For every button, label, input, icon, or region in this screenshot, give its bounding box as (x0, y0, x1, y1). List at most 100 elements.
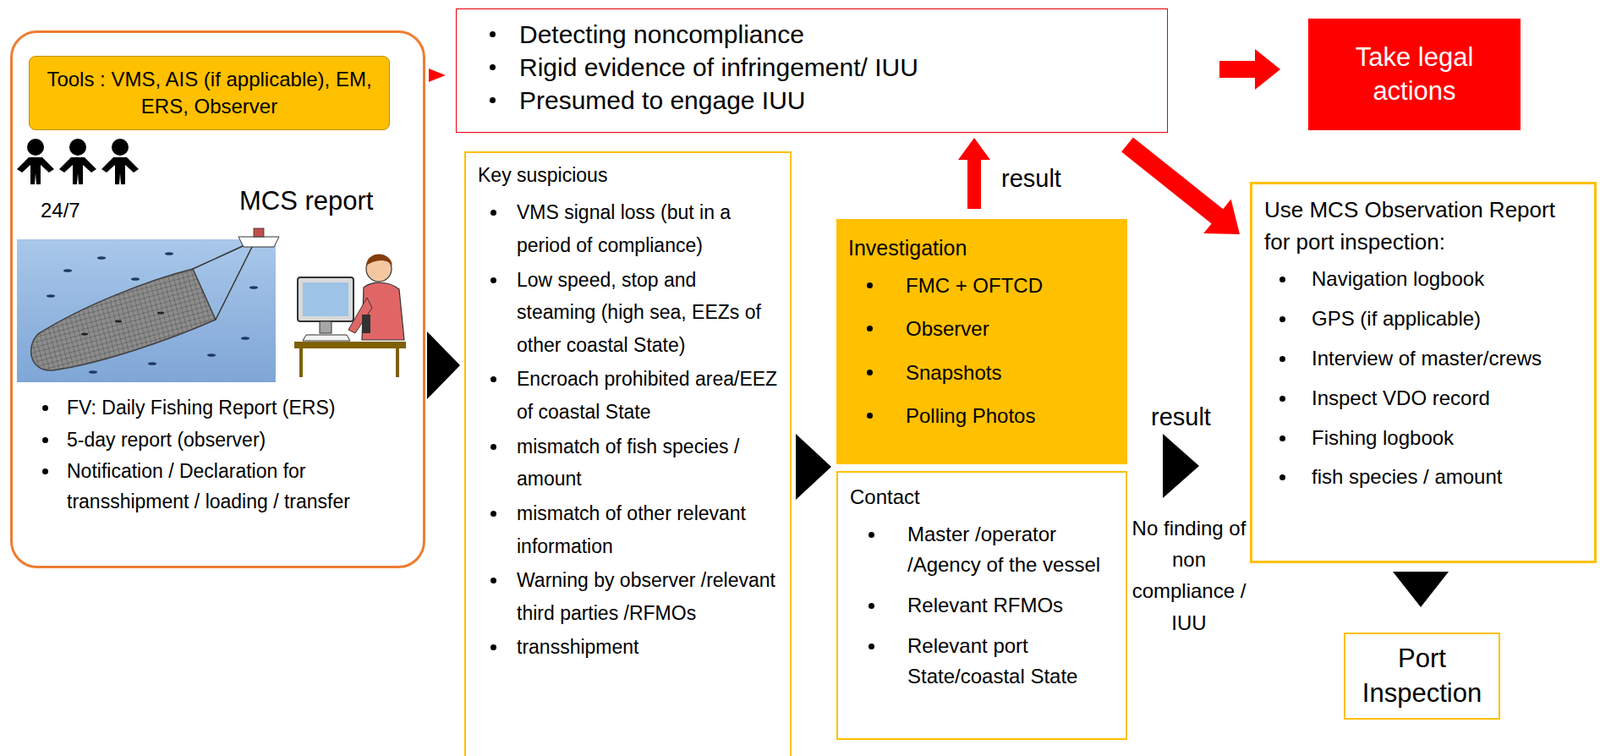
bullet-dot (490, 577, 497, 584)
panel-title: MCS report (239, 185, 373, 217)
flow-triangle (795, 433, 832, 500)
bullet-text: Detecting noncompliance (519, 17, 1156, 51)
bullet-dot (1279, 276, 1286, 283)
bullet-item: mismatch of other relevant information (477, 497, 780, 563)
bullet-text: Inspect VDO record (1311, 383, 1583, 414)
bullet-dot (868, 531, 875, 538)
bullet-item: VMS signal loss (but in a period of comp… (477, 196, 780, 262)
box-heading: Contact (849, 482, 1114, 513)
bullet-dot (42, 437, 49, 444)
mcs-report-panel: 24/7 MCS reportFV: Daily Fishing Report (… (10, 30, 426, 569)
block-arrow (1121, 136, 1240, 235)
bullet-text: Low speed, stop and steaming (high sea, … (516, 263, 780, 362)
box-heading: Use MCS Observation Report for port insp… (1264, 194, 1583, 258)
bullet-text: Presumed to engage IUU (519, 83, 1156, 117)
bullet-dot (490, 644, 497, 651)
bullet-item: Interview of master/crews (1264, 344, 1583, 374)
bullet-text: Interview of master/crews (1311, 344, 1583, 374)
bullet-item: Inspect VDO record (1264, 383, 1583, 414)
bullet-text: FMC + OFTCD (905, 269, 1116, 302)
bullet-item: Snapshots (848, 356, 1116, 389)
port-inspection-report-box: Use MCS Observation Report for port insp… (1249, 181, 1597, 564)
bullet-item: Detecting noncompliance (475, 17, 1156, 51)
bullet-item: Polling Photos (848, 400, 1116, 432)
bullet-dot (866, 282, 873, 289)
bullet-item: FV: Daily Fishing Report (ERS) (31, 393, 414, 424)
operator-at-computer (294, 254, 406, 379)
bullet-dot (489, 97, 496, 104)
bullet-item: mismatch of fish species / amount (477, 430, 780, 496)
bullet-text: mismatch of fish species / amount (516, 430, 780, 496)
shift-label: 24/7 (40, 198, 81, 224)
bullet-item: Fishing logbook (1264, 423, 1583, 454)
bullet-dot (490, 277, 497, 284)
flow-triangle (428, 68, 446, 83)
edge-label: result (1149, 402, 1213, 433)
bullet-dot (490, 209, 497, 216)
bullet-text: Relevant port State/coastal State (907, 630, 1114, 692)
bullet-item: Presumed to engage IUU (475, 83, 1156, 117)
bullet-dot (490, 510, 497, 517)
bullet-dot (490, 376, 497, 383)
trawl-net-illustration (16, 228, 280, 383)
note-label: No finding of non compliance / IUU (1130, 512, 1248, 639)
bullet-item: GPS (if applicable) (1264, 304, 1583, 335)
bullet-text: VMS signal loss (but in a period of comp… (516, 196, 780, 262)
box-text: Tools : VMS, AIS (if applicable), EM, ER… (38, 65, 381, 121)
bullet-item: Relevant port State/coastal State (849, 630, 1114, 692)
bullet-dot (866, 369, 873, 376)
bullet-dot (1279, 395, 1286, 402)
bullet-dot (489, 64, 496, 71)
bullet-text: Navigation logbook (1311, 264, 1583, 295)
port-inspection-box: Port Inspection (1343, 632, 1501, 720)
bullet-dot (42, 405, 49, 411)
bullet-item: Rigid evidence of infringement/ IUU (475, 50, 1156, 84)
bullet-item: fish species / amount (1264, 462, 1583, 493)
flow-triangle (427, 331, 461, 400)
bullet-item: Observer (848, 312, 1116, 345)
legal-action-box: Take legal actions (1308, 18, 1521, 131)
bullet-text: 5-day report (observer) (66, 425, 414, 456)
bullet-item: 5-day report (observer) (31, 425, 414, 456)
bullet-text: FV: Daily Fishing Report (ERS) (66, 393, 414, 424)
bullet-text: GPS (if applicable) (1311, 304, 1583, 335)
flow-triangle (1392, 571, 1449, 608)
bullet-text: Snapshots (905, 356, 1116, 389)
bullet-dot (1279, 474, 1286, 481)
tools-box: Tools : VMS, AIS (if applicable), EM, ER… (28, 55, 390, 131)
report-list: FV: Daily Fishing Report (ERS)5-day repo… (31, 393, 414, 518)
people-icons (16, 138, 139, 185)
bullet-text: Fishing logbook (1311, 423, 1583, 454)
box-text: Port Inspection (1352, 641, 1492, 711)
suspicious-box: Key suspiciousVMS signal loss (but in a … (464, 151, 792, 756)
bullet-item: Master /operator /Agency of the vessel (849, 519, 1114, 581)
bullet-dot (866, 325, 873, 332)
bullet-text: Polling Photos (905, 400, 1116, 432)
bullet-text: Observer (905, 312, 1116, 345)
bullet-dot (1279, 316, 1286, 323)
bullet-text: Relevant RFMOs (907, 590, 1114, 621)
bullet-item: Warning by observer /relevant third part… (477, 564, 780, 630)
bullet-dot (868, 602, 875, 609)
result-box: Detecting noncomplianceRigid evidence of… (455, 8, 1168, 133)
bullet-dot (866, 412, 873, 419)
bullet-dot (1279, 435, 1286, 442)
bullet-item: Relevant RFMOs (849, 590, 1114, 621)
bullet-text: Encroach prohibited area/EEZ of coastal … (516, 362, 780, 428)
bullet-item: transshipment (477, 630, 780, 664)
bullet-dot (490, 443, 497, 450)
bullet-text: fish species / amount (1311, 462, 1583, 493)
contact-box: ContactMaster /operator /Agency of the v… (836, 471, 1128, 740)
bullet-dot (489, 31, 496, 38)
bullet-text: Notification / Declaration for transship… (66, 456, 414, 517)
bullet-text: Warning by observer /relevant third part… (516, 564, 780, 630)
bullet-item: Navigation logbook (1264, 264, 1583, 295)
box-heading: Key suspicious (477, 161, 780, 190)
bullet-item: Notification / Declaration for transship… (31, 456, 414, 517)
box-heading: Investigation (848, 232, 1116, 264)
bullet-dot (42, 468, 49, 475)
bullet-text: transshipment (516, 630, 780, 664)
bullet-text: mismatch of other relevant information (516, 497, 780, 563)
bullet-item: Encroach prohibited area/EEZ of coastal … (477, 362, 780, 428)
